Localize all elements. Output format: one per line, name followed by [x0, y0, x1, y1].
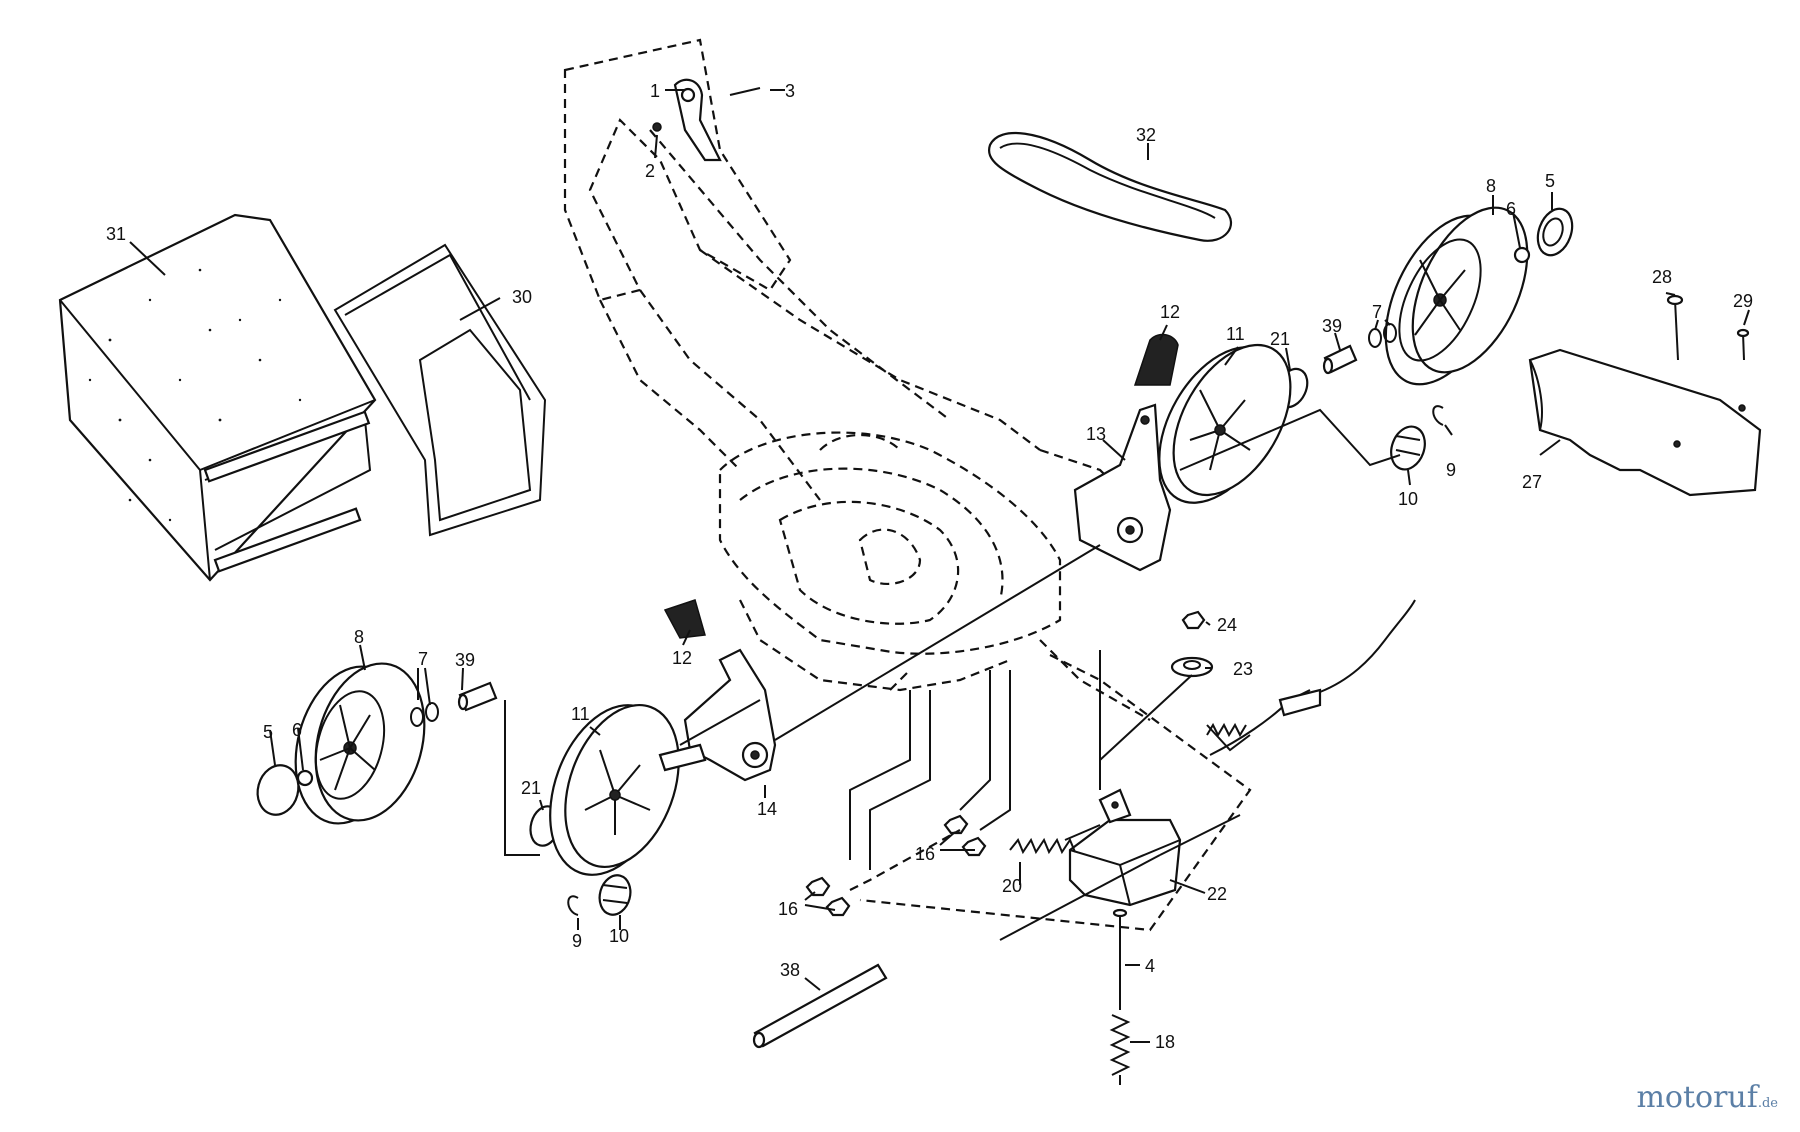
bolt-part-28: [1666, 294, 1684, 361]
label-leader-lines: [129, 89, 1750, 1043]
label-part-32: 32: [1136, 125, 1156, 145]
grass-bag-part-31: [58, 213, 377, 582]
label-part-3: 3: [785, 81, 795, 101]
clip-part-9-left: [567, 895, 579, 916]
deck-phantom-outline: [718, 431, 1151, 721]
label-part-5-left: 5: [263, 722, 273, 742]
rear-guard-part-27: [1528, 348, 1762, 497]
label-part-6-left: 6: [292, 720, 302, 740]
belt-part-32: [987, 131, 1232, 242]
gear-part-10-right: [1390, 425, 1426, 471]
rod-part-4: [1112, 908, 1128, 1010]
gear-part-10-left: [598, 874, 632, 916]
label-part-9-left: 9: [572, 931, 582, 951]
bolt-leaders: [849, 669, 1011, 891]
drive-wheel-part-11-right: [1158, 343, 1292, 504]
label-part-14: 14: [757, 799, 777, 819]
spring-part-18: [1109, 1014, 1131, 1085]
label-part-23: 23: [1233, 659, 1253, 679]
label-part-6-right: 6: [1506, 199, 1516, 219]
bolt-part-29: [1736, 328, 1750, 361]
right-wheel-part-8: [1384, 206, 1529, 386]
bushing-part-39-right: [1322, 344, 1358, 375]
label-part-22: 22: [1207, 884, 1227, 904]
grip-part-12-left: [663, 599, 706, 639]
left-wheel-part-8: [294, 662, 426, 825]
control-lever-parts-1-3: [652, 78, 761, 162]
label-part-20: 20: [1002, 876, 1022, 896]
clip-part-9-right: [1432, 405, 1444, 426]
drive-wheel-part-11-left: [549, 703, 680, 876]
label-part-9-right: 9: [1446, 460, 1456, 480]
label-part-16-upper: 16: [915, 844, 935, 864]
label-part-10-left: 10: [609, 926, 629, 946]
grip-part-12-right: [1133, 333, 1179, 386]
label-part-7-right: 7: [1372, 302, 1382, 322]
washers-part-7-left: [410, 702, 439, 727]
label-part-21-right: 21: [1270, 329, 1290, 349]
label-part-12-left: 12: [672, 648, 692, 668]
hubcap-part-5-right: [1536, 207, 1574, 257]
watermark-name: motoruf: [1636, 1080, 1758, 1115]
transmission-part-22: [999, 788, 1241, 941]
label-part-10-right: 10: [1398, 489, 1418, 509]
label-part-28: 28: [1652, 267, 1672, 287]
handle-phantom-outline: [563, 38, 1041, 501]
bag-frame-part-30: [333, 243, 547, 537]
height-adjuster-part-13: [1073, 403, 1172, 572]
label-part-16-lower: 16: [778, 899, 798, 919]
left-axle-leader: [504, 700, 540, 856]
label-part-13: 13: [1086, 424, 1106, 444]
label-part-7-left: 7: [418, 649, 428, 669]
watermark-logo: motoruf.de: [1636, 1080, 1778, 1115]
label-part-39-left: 39: [455, 650, 475, 670]
label-part-11-left: 11: [571, 704, 590, 724]
label-part-31: 31: [106, 224, 126, 244]
axle-leader-lines: [679, 408, 1401, 746]
label-part-38: 38: [780, 960, 800, 980]
cable-spring: [1206, 722, 1247, 738]
rod-part-38: [752, 963, 888, 1049]
bushing-part-39-left: [457, 681, 498, 712]
label-part-39-right: 39: [1322, 316, 1342, 336]
hubcap-part-5-left: [256, 764, 300, 816]
nut-part-6-right: [1513, 246, 1531, 264]
nut-part-24: [1181, 610, 1206, 630]
watermark-tld: .de: [1757, 1096, 1778, 1111]
label-part-12-right: 12: [1160, 302, 1180, 322]
pulley-leader: [1099, 674, 1193, 761]
transmission-phantom: [859, 654, 1252, 932]
label-part-24: 24: [1217, 615, 1237, 635]
label-part-27: 27: [1522, 472, 1542, 492]
height-adjuster-part-14: [658, 648, 777, 782]
label-part-8-left: 8: [354, 627, 364, 647]
label-part-30: 30: [512, 287, 532, 307]
label-part-1: 1: [650, 81, 660, 101]
label-part-21-left: 21: [521, 778, 541, 798]
label-part-8-right: 8: [1486, 176, 1496, 196]
label-part-5-right: 5: [1545, 171, 1555, 191]
label-part-4: 4: [1145, 956, 1155, 976]
part-number-labels: 1 2 3 4 5 5 6 6 7 7 8 8 9 9 10 10 11 11 …: [106, 81, 1753, 1052]
label-part-29: 29: [1733, 291, 1753, 311]
drive-cable: [1206, 599, 1416, 756]
label-part-11-right: 11: [1226, 324, 1245, 344]
spring-part-20: [1009, 824, 1101, 855]
nut-part-6-left: [296, 769, 314, 787]
label-part-2: 2: [645, 161, 655, 181]
label-part-18: 18: [1155, 1032, 1175, 1052]
